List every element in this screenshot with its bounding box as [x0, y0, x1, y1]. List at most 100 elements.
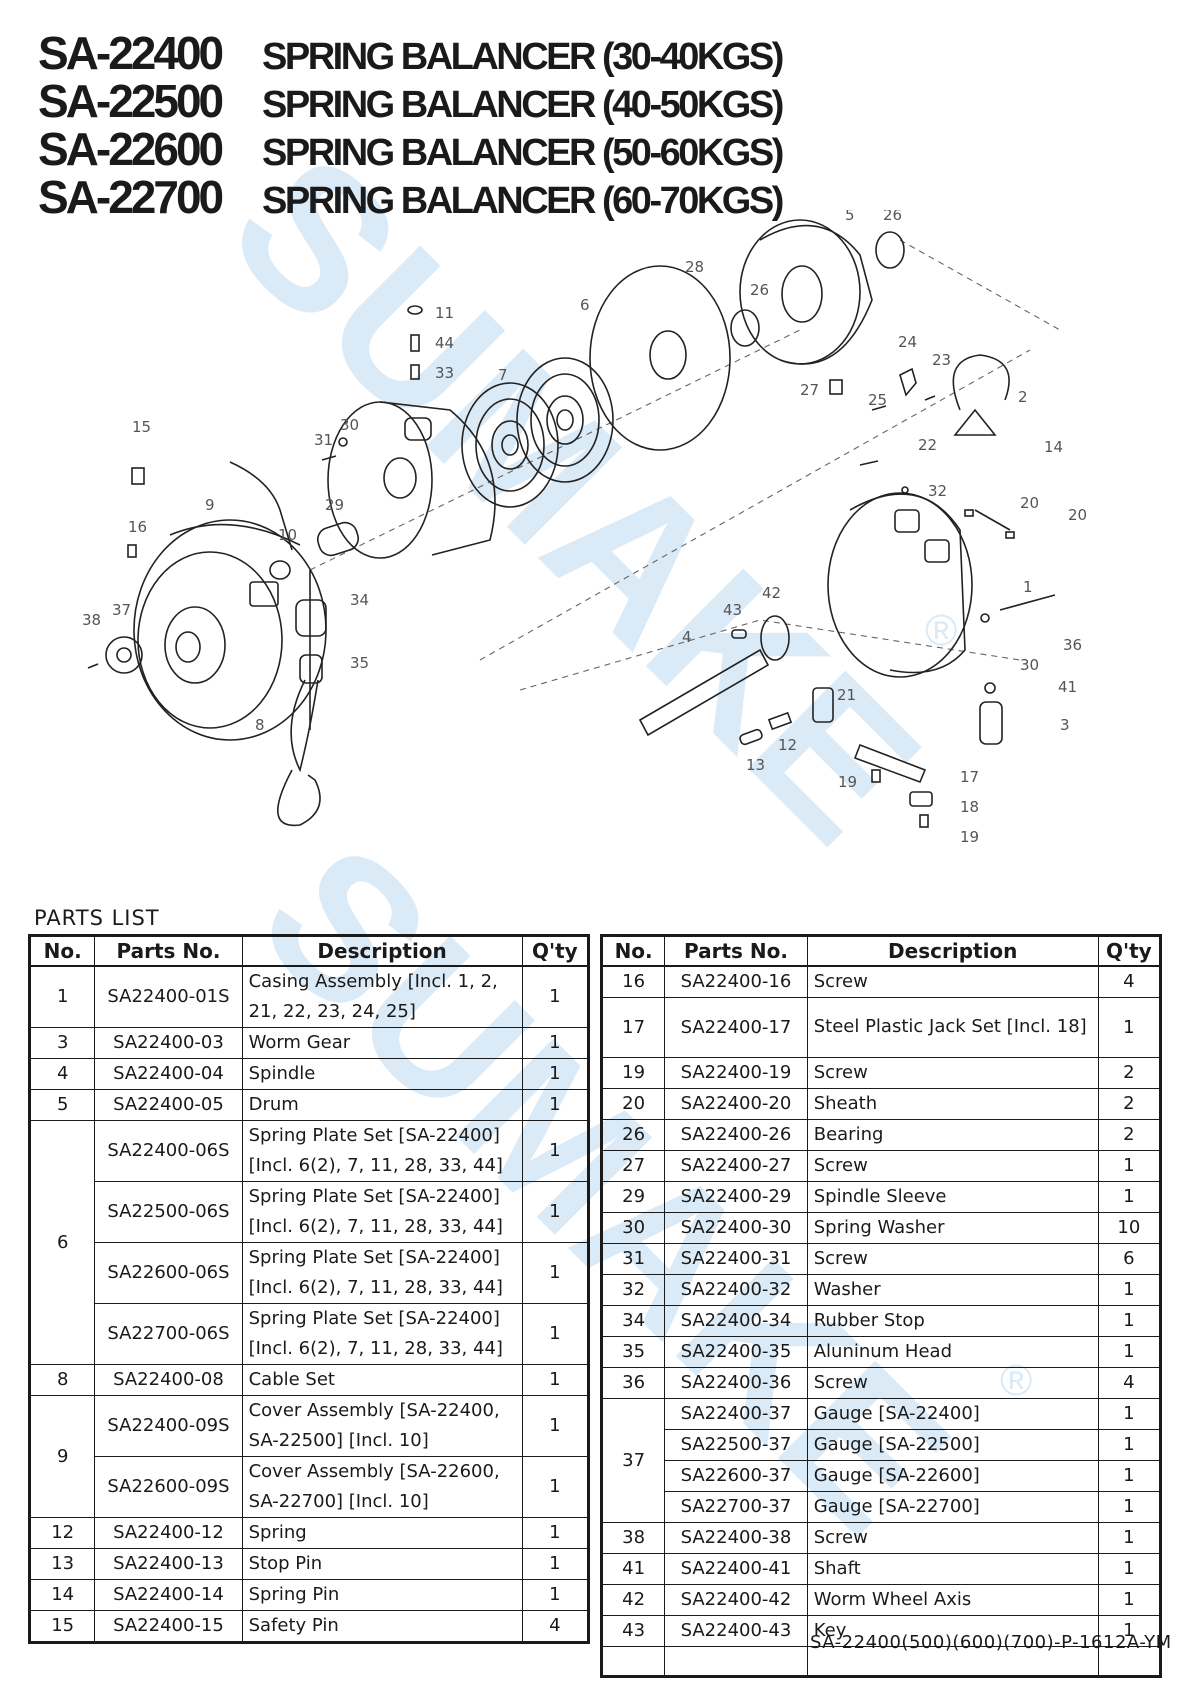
cell-part-number: SA22400-13 [94, 1547, 243, 1580]
cell-description: Spindle Sleeve [806, 1180, 1099, 1213]
cell-qty: 6 [1097, 1242, 1162, 1275]
cell-no: 6 [28, 1119, 96, 1365]
cell-part-number: SA22400-26 [664, 1118, 808, 1151]
callout-label: 26 [883, 210, 902, 224]
spring-washer-part [980, 613, 990, 623]
pin-part [859, 460, 879, 466]
cell-description: Spring [241, 1516, 523, 1549]
cell-description [806, 1645, 1099, 1677]
spring-washer-part [338, 437, 348, 447]
callout-label: 33 [435, 364, 454, 382]
header-no: No. [28, 935, 96, 967]
cell-part-number: SA22400-17 [664, 996, 808, 1058]
callout-label: 22 [918, 436, 937, 454]
cell-description: Screw [806, 965, 1099, 998]
header-parts-no: Parts No. [664, 935, 808, 967]
cell-no: 36 [600, 1366, 666, 1399]
cell-part-number: SA22400-05 [94, 1088, 243, 1121]
cell-part-number: SA22400-14 [94, 1578, 243, 1611]
cell-part-number: SA22400-30 [664, 1211, 808, 1244]
cell-description: Washer [806, 1273, 1099, 1306]
cell-part-number: SA22400-03 [94, 1026, 243, 1059]
callout-label: 35 [350, 654, 369, 672]
callout-label: 12 [778, 736, 797, 754]
cell-qty: 10 [1097, 1211, 1162, 1244]
cell-description: Rubber Stop [806, 1304, 1099, 1337]
cell-part-number: SA22400-19 [664, 1056, 808, 1089]
table-header-row: No. Parts No. Description Q'ty [28, 935, 590, 967]
cell-part-number: SA22400-12 [94, 1516, 243, 1549]
callout-label: 1 [1023, 578, 1033, 596]
callout-label: 17 [960, 768, 979, 786]
spring-pin-part [974, 509, 1011, 531]
diagram-parts [87, 219, 1061, 828]
cell-description: Cover Assembly [SA-22600, SA-22700] [Inc… [241, 1455, 523, 1518]
callout-label: 38 [82, 611, 101, 629]
callout-label: 14 [1044, 438, 1063, 456]
cell-part-number: SA22600-06S [94, 1241, 243, 1304]
cell-qty: 1 [1097, 1304, 1162, 1337]
cell-description: Casing Assembly [Incl. 1, 2, 21, 22, 23,… [241, 965, 523, 1028]
spindle-part [638, 648, 770, 737]
callout-label: 42 [762, 584, 781, 602]
model-number: SA-22500 [38, 75, 224, 127]
title-block: SA-22400 SPRING BALANCER (30-40KGS) SA-2… [38, 26, 1138, 223]
model-number: SA-22700 [38, 171, 224, 223]
cell-part-number: SA22400-32 [664, 1273, 808, 1306]
cell-no: 32 [600, 1273, 666, 1306]
worm-wheel-part [760, 615, 790, 661]
title-row: SA-22600 SPRING BALANCER (50-60KGS) [38, 122, 1138, 175]
callout-label: 34 [350, 591, 369, 609]
title-row: SA-22400 SPRING BALANCER (30-40KGS) [38, 26, 1138, 79]
screw-part [871, 405, 887, 411]
cell-part-number: SA22400-42 [664, 1583, 808, 1616]
screw-part [999, 594, 1056, 611]
cell-no: 27 [600, 1149, 666, 1182]
header-parts-no: Parts No. [94, 935, 243, 967]
gauge-part [105, 636, 143, 674]
exploded-view-drawing: 5262826611443372423227252231301514322020… [82, 206, 1087, 846]
callout-label: 15 [132, 418, 151, 436]
cell-no: 5 [28, 1088, 96, 1121]
cell-part-number: SA22400-04 [94, 1057, 243, 1090]
pin-part [924, 395, 936, 401]
cell-description: Spindle [241, 1057, 523, 1090]
cell-no: 13 [28, 1547, 96, 1580]
cell-description: Screw [806, 1242, 1099, 1275]
callout-label: 18 [960, 798, 979, 816]
hook-part [277, 769, 321, 827]
cell-qty: 1 [1097, 1180, 1162, 1213]
bearing-part [730, 309, 760, 347]
spindle-sleeve-part [316, 521, 360, 557]
cell-part-number: SA22400-41 [664, 1552, 808, 1585]
washer-part [269, 560, 291, 580]
cell-qty: 2 [1097, 1087, 1162, 1120]
cell-no: 12 [28, 1516, 96, 1549]
aluminum-head-part [299, 654, 323, 684]
assembly-lines [309, 239, 1061, 691]
callout-label: 28 [685, 258, 704, 276]
cell-qty: 1 [1097, 1273, 1162, 1306]
cell-no: 16 [600, 965, 666, 998]
cell-no: 4 [28, 1057, 96, 1090]
model-number: SA-22600 [38, 123, 224, 175]
parts-list-heading: PARTS LIST [34, 906, 160, 930]
cell-description: Drum [241, 1088, 523, 1121]
sheath-part [1005, 531, 1015, 539]
cell-part-number: SA22400-29 [664, 1180, 808, 1213]
cell-part-number: SA22600-37 [664, 1459, 808, 1492]
callout-label: 31 [314, 431, 333, 449]
cell-description: Cable Set [241, 1363, 523, 1396]
header-description: Description [806, 935, 1099, 967]
cell-qty: 1 [521, 1241, 590, 1304]
